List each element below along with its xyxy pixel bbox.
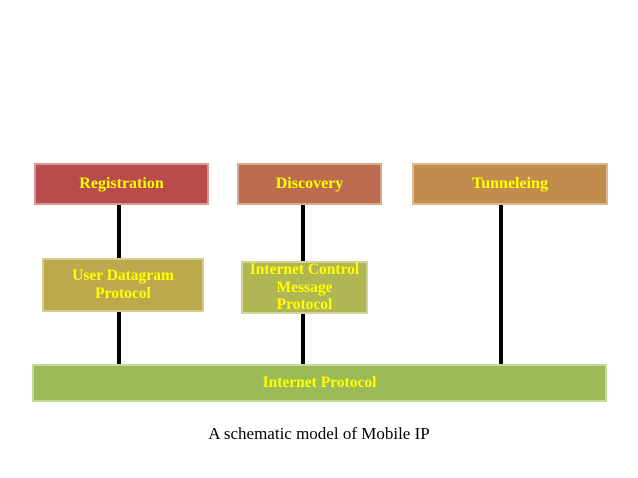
discovery-box: Discovery	[237, 163, 382, 205]
icmp-box: Internet Control Message Protocol	[241, 261, 368, 314]
connector-line-tunneling	[499, 203, 503, 366]
diagram-caption: A schematic model of Mobile IP	[208, 424, 430, 443]
udp-label: User Datagram Protocol	[72, 267, 174, 302]
registration-label: Registration	[79, 174, 164, 192]
internet-protocol-label: Internet Protocol	[262, 374, 377, 392]
udp-box: User Datagram Protocol	[42, 258, 204, 312]
internet-protocol-bar: Internet Protocol	[32, 364, 607, 402]
discovery-label: Discovery	[275, 174, 344, 192]
tunneling-box: Tunneleing	[412, 163, 608, 205]
icmp-label: Internet Control Message Protocol	[249, 260, 360, 314]
registration-box: Registration	[34, 163, 209, 205]
tunneling-label: Tunneleing	[472, 174, 548, 192]
